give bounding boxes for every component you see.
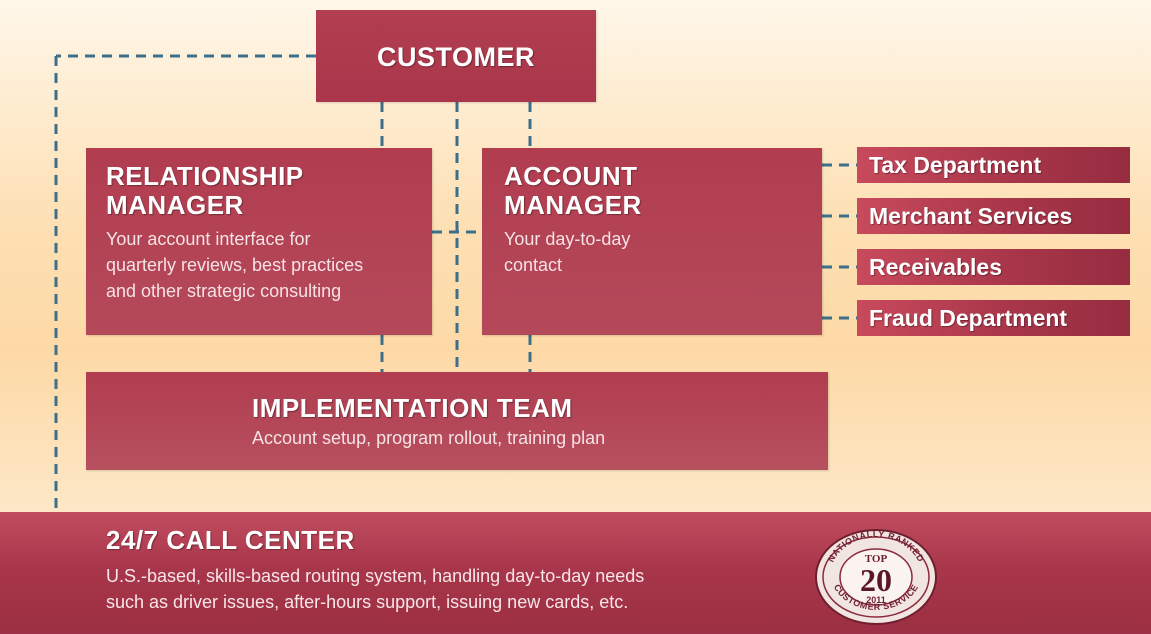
account-manager-desc-line1: Your day-to-day xyxy=(504,229,631,249)
relationship-manager-title-line1: RELATIONSHIP xyxy=(106,161,304,191)
call-center-box: 24/7 CALL CENTER U.S.-based, skills-base… xyxy=(0,512,1151,634)
dept-receivables: Receivables xyxy=(857,249,1130,285)
account-manager-box: ACCOUNT MANAGER Your day-to-day contact xyxy=(482,148,822,335)
call-center-title: 24/7 CALL CENTER xyxy=(106,525,355,555)
dept-merchant-services: Merchant Services xyxy=(857,198,1130,234)
seal-label-top: TOP xyxy=(865,553,888,565)
implementation-team-title: IMPLEMENTATION TEAM xyxy=(252,393,573,423)
relationship-manager-box: RELATIONSHIP MANAGER Your account interf… xyxy=(86,148,432,335)
dept-tax: Tax Department xyxy=(857,147,1130,183)
implementation-team-desc: Account setup, program rollout, training… xyxy=(252,428,606,448)
account-manager-title-line1: ACCOUNT xyxy=(504,161,638,191)
account-manager-desc-line2: contact xyxy=(504,255,563,275)
implementation-team-box: IMPLEMENTATION TEAM Account setup, progr… xyxy=(86,372,828,470)
dept-fraud: Fraud Department xyxy=(857,300,1130,336)
call-center-desc-line1: U.S.-based, skills-based routing system,… xyxy=(106,566,645,586)
relationship-manager-desc-line2: quarterly reviews, best practices xyxy=(106,255,364,275)
account-manager-title-line2: MANAGER xyxy=(504,190,642,220)
relationship-manager-title-line2: MANAGER xyxy=(106,190,244,220)
customer-title: CUSTOMER xyxy=(376,42,535,72)
seal-year: 2011 xyxy=(866,595,886,605)
call-center-desc-line2: such as driver issues, after-hours suppo… xyxy=(106,592,629,612)
relationship-manager-desc-line1: Your account interface for xyxy=(106,229,311,249)
customer-box: CUSTOMER xyxy=(316,10,596,102)
seal-number: 20 xyxy=(860,562,892,598)
relationship-manager-desc-line3: and other strategic consulting xyxy=(106,281,342,301)
top-20-seal-icon: NATIONALLY RANKED CUSTOMER SERVICE TOP 2… xyxy=(815,529,937,625)
